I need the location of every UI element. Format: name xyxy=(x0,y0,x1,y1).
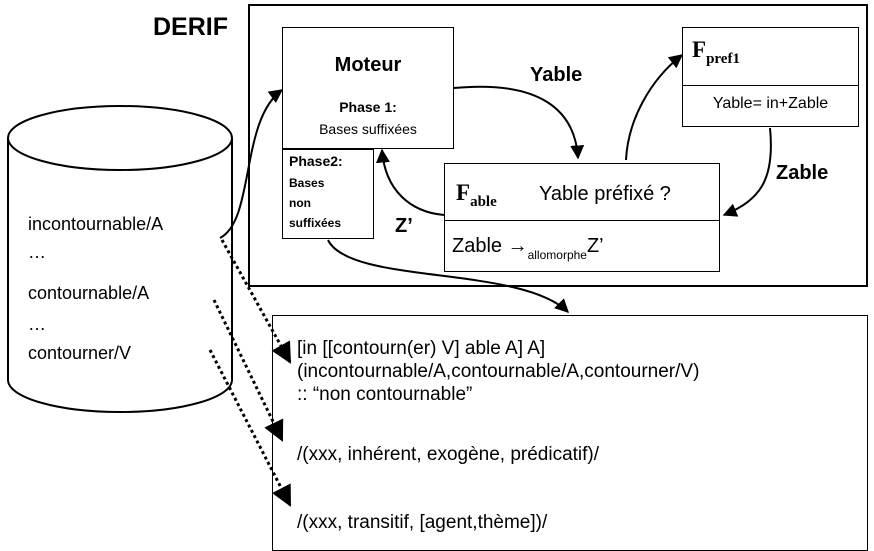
phase2-label: Phase2: xyxy=(289,153,343,169)
f-able-label: Fable xyxy=(456,180,497,210)
arrow-phase2-to-output xyxy=(327,239,570,313)
engine-box xyxy=(282,27,454,149)
phase2-box xyxy=(282,149,374,239)
db-entry: contourner/V xyxy=(28,343,132,363)
output-line-3: :: “non contournable” xyxy=(297,384,473,405)
f-pref-rule: Yable= in+Zable xyxy=(712,95,829,112)
arrow-db-to-engine xyxy=(219,89,284,239)
db-entry-ellipsis: … xyxy=(28,242,46,262)
database-cylinder xyxy=(7,105,233,413)
dotted-link xyxy=(212,299,284,442)
arrow-label-yable: Yable xyxy=(530,64,583,86)
phase2-line: Bases xyxy=(289,176,325,190)
allomorph-rule: Zable →allomorpheZ’ xyxy=(452,235,604,262)
f-able-box xyxy=(444,163,720,272)
output-line-2: (incontournable/A,contournable/A,contour… xyxy=(297,361,700,382)
db-entry-ellipsis: … xyxy=(28,314,46,334)
db-entry: incontournable/A xyxy=(28,214,164,234)
arrow-label-zable: Zable xyxy=(776,162,829,184)
arrow-to-fpref xyxy=(625,54,684,161)
output-line-1: [in [[contourn(er) V] able A] A] xyxy=(297,338,546,359)
engine-title: Moteur xyxy=(334,54,402,76)
output-box xyxy=(272,315,868,551)
dotted-link xyxy=(208,349,292,507)
arrow-label-zprime: Z’ xyxy=(395,215,413,237)
f-pref-box xyxy=(682,27,859,127)
phase2-line: suffixées xyxy=(289,216,342,230)
f-able-divider xyxy=(444,220,720,221)
f-able-question: Yable préfixé ? xyxy=(539,183,671,205)
dotted-link xyxy=(220,239,292,364)
phase1-label: Phase 1: xyxy=(339,99,397,115)
db-entry: contournable/A xyxy=(28,283,150,303)
arrow-yable xyxy=(453,85,585,160)
f-pref-label: Fpref1 xyxy=(692,37,740,67)
f-pref-divider xyxy=(682,85,859,86)
arrow-zprime xyxy=(375,148,445,216)
output-line-4: /(xxx, inhérent, exogène, prédicatif)/ xyxy=(297,444,600,465)
output-line-5: /(xxx, transitif, [agent,thème])/ xyxy=(297,512,548,533)
phase1-text: Bases suffixées xyxy=(319,121,417,137)
arrow-zable xyxy=(722,127,772,217)
derif-title: DERIF xyxy=(153,13,228,41)
phase2-line: non xyxy=(289,196,311,210)
